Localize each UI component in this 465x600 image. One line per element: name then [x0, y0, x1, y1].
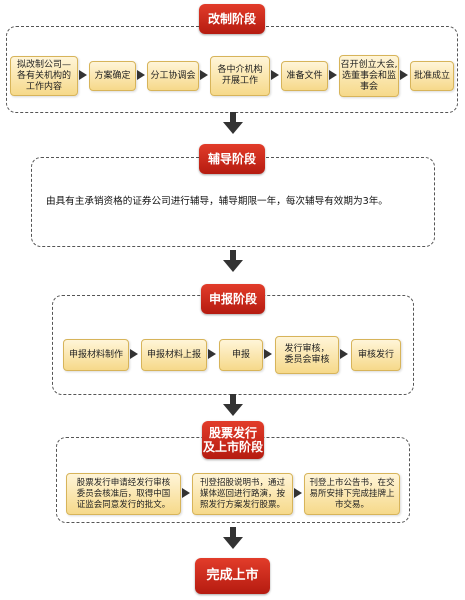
arrow-right-icon	[340, 349, 348, 359]
stage4-step-1: 股票发行申请经发行审核 委员会核准后，取得中国 证监会同意发行的批文。	[66, 473, 181, 515]
stage1-step-5: 准备文件	[281, 61, 328, 91]
arrow-right-icon	[137, 70, 145, 80]
stage1-title: 改制阶段	[207, 12, 256, 26]
final-title: 完成上市	[206, 568, 259, 583]
arrow-right-icon	[200, 70, 208, 80]
arrow-right-icon	[182, 488, 190, 498]
arrow-right-icon	[79, 70, 87, 80]
stage2-title: 辅导阶段	[207, 152, 256, 166]
stage1-step-6: 召开创立大会, 选董事会和监 事会	[339, 55, 399, 97]
stage3-step-1: 申报材料制作	[63, 339, 129, 371]
stage4-step-2-text: 刊登招股说明书，通过 媒体巡回进行路演，按 照发行方案发行股票。	[199, 477, 285, 510]
stage1-step-4: 各中介机构 开展工作	[210, 56, 270, 96]
stage3-label: 申报阶段	[201, 284, 265, 314]
stage3-step-5-text: 审核发行	[357, 349, 394, 360]
arrow-right-icon	[400, 70, 408, 80]
stage3-step-2: 申报材料上报	[141, 339, 207, 371]
stage1-step-3-text: 分工协调会	[150, 70, 196, 81]
stage3-step-5: 审核发行	[351, 339, 401, 371]
arrow-right-icon	[130, 349, 138, 359]
stage3-step-2-text: 申报材料上报	[146, 349, 201, 360]
arrow-down-icon	[223, 394, 243, 420]
final-label: 完成上市	[195, 558, 270, 594]
stage4-step-1-text: 股票发行申请经发行审核 委员会核准后，取得中国 证监会同意发行的批文。	[76, 477, 171, 510]
stage1-step-1: 拟改制公司— 各有关机构的 工作内容	[10, 56, 78, 96]
stage1-step-2: 方案确定	[89, 61, 136, 91]
stage1-step-1-text: 拟改制公司— 各有关机构的 工作内容	[16, 59, 71, 92]
arrow-right-icon	[271, 70, 279, 80]
stage4-title: 股票发行 及上市阶段	[202, 426, 263, 454]
stage2-label: 辅导阶段	[199, 144, 265, 174]
arrow-right-icon	[294, 488, 302, 498]
stage1-label: 改制阶段	[199, 4, 265, 34]
arrow-right-icon	[264, 349, 272, 359]
arrow-down-icon	[223, 527, 243, 553]
stage4-label: 股票发行 及上市阶段	[202, 421, 264, 459]
stage2-description: 由具有主承销资格的证券公司进行辅导，辅导期限一年，每次辅导有效期为3年。	[46, 196, 388, 207]
stage3-title: 申报阶段	[208, 292, 257, 306]
stage1-step-4-text: 各中介机构 开展工作	[217, 65, 263, 86]
stage1-step-7: 批准成立	[410, 61, 454, 91]
stage1-step-3: 分工协调会	[147, 61, 199, 91]
stage1-step-5-text: 准备文件	[286, 70, 323, 81]
stage3-step-3: 申报	[219, 339, 263, 371]
arrow-right-icon	[329, 70, 337, 80]
stage3-step-4-text: 发行审核， 委员会审核	[284, 344, 330, 365]
arrow-down-icon	[223, 112, 243, 138]
stage1-step-6-text: 召开创立大会, 选董事会和监 事会	[340, 59, 398, 92]
arrow-down-icon	[223, 250, 243, 276]
arrow-right-icon	[208, 349, 216, 359]
stage3-step-3-text: 申报	[231, 349, 250, 360]
stage3-step-1-text: 申报材料制作	[68, 349, 123, 360]
stage1-step-2-text: 方案确定	[94, 70, 131, 81]
stage4-step-3-text: 刊登上市公告书，在交 易所安排下完成挂牌上 市交易。	[309, 477, 395, 510]
stage1-step-7-text: 批准成立	[413, 70, 450, 81]
stage3-step-4: 发行审核， 委员会审核	[275, 336, 339, 374]
stage4-step-3: 刊登上市公告书，在交 易所安排下完成挂牌上 市交易。	[304, 473, 400, 515]
stage4-step-2: 刊登招股说明书，通过 媒体巡回进行路演，按 照发行方案发行股票。	[192, 473, 293, 515]
